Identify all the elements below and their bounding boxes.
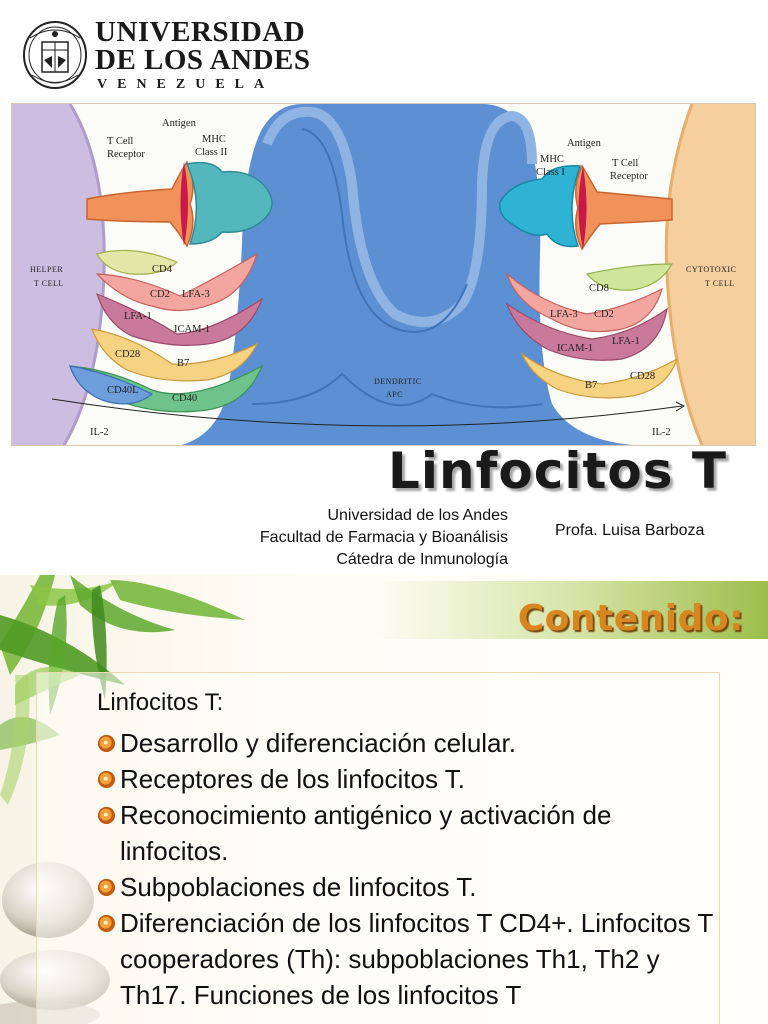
dendritic-apc-body — [182, 104, 632, 445]
right-tcr-label-line1: T Cell — [612, 158, 638, 169]
bullet-icon — [98, 879, 115, 896]
helper-cell-label-line1: HELPER — [30, 265, 63, 274]
left-cd40-label: CD40 — [172, 393, 197, 404]
affiliation-line: Universidad de los Andes — [327, 507, 508, 524]
university-name-line2: DE LOS ANDES — [95, 44, 311, 76]
left-tcr-label-line1: T Cell — [107, 136, 133, 147]
left-cd2-label: CD2 — [150, 289, 170, 300]
list-item: Diferenciación de los linfocitos T CD4+.… — [97, 905, 722, 1013]
left-cd4 — [96, 249, 179, 275]
cytotoxic-cell-label-line1: CYTOTOXIC — [686, 265, 736, 274]
list-item-text: Receptores de los linfocitos T. — [120, 764, 465, 794]
left-cd2-lfa3 — [95, 252, 259, 312]
list-item-text: Desarrollo y diferenciación celular. — [120, 728, 516, 758]
right-icam1-lfa1 — [505, 302, 668, 361]
list-item-text: Subpoblaciones de linfocitos T. — [120, 872, 477, 902]
left-lfa1-label: LFA-1 — [124, 311, 152, 322]
left-mhc-label-line1: MHC — [202, 134, 226, 145]
affiliation-line: Cátedra de Inmunología — [336, 551, 508, 568]
slide-title: Linfocitos T — [388, 442, 728, 500]
list-item-text: Diferenciación de los linfocitos T CD4+.… — [120, 908, 713, 1010]
list-item: Reconocimiento antigénico y activación d… — [97, 797, 722, 869]
left-cd28-label: CD28 — [115, 349, 140, 360]
t-cell-activation-diagram: DENDRITIC APC T Cell Receptor Antigen MH… — [11, 103, 756, 446]
helper-cell-membrane — [12, 104, 105, 445]
right-icam1-label: ICAM-1 — [557, 343, 593, 354]
left-b7-label: B7 — [177, 358, 189, 369]
list-item: Subpoblaciones de linfocitos T. — [97, 869, 722, 905]
left-mhc-class2 — [185, 161, 273, 245]
left-tcr-label-line2: Receptor — [107, 149, 145, 160]
contents-slide: Contenido: Linfocitos T: Desarrollo y di… — [0, 575, 768, 1024]
left-mhc-label-line2: Class II — [195, 147, 228, 158]
right-cd2-label: CD2 — [594, 309, 614, 320]
left-lfa3-label: LFA-3 — [182, 289, 210, 300]
list-item-text: Reconocimiento antigénico y activación d… — [120, 800, 612, 866]
right-tcr-molecule — [575, 164, 673, 251]
university-name-line1: UNIVERSIDAD — [95, 16, 306, 48]
right-mhc-class1 — [499, 165, 582, 248]
right-mhc-label-line1: MHC — [540, 154, 564, 165]
contents-list: Desarrollo y diferenciación celular. Rec… — [97, 725, 722, 1013]
left-antigen-label: Antigen — [162, 118, 197, 129]
right-lfa3-cd2 — [505, 272, 663, 333]
cytotoxic-cell-membrane — [666, 104, 755, 445]
right-b7-cd28 — [520, 352, 679, 399]
content-frame — [36, 672, 720, 1024]
bullet-icon — [98, 807, 115, 824]
left-cd4-label: CD4 — [152, 264, 173, 275]
list-item: Desarrollo y diferenciación celular. — [97, 725, 722, 761]
bullet-icon — [98, 735, 115, 752]
right-cd8-label: CD8 — [589, 283, 609, 294]
left-cd40l-label: CD40L — [107, 385, 139, 396]
contents-intro: Linfocitos T: — [97, 689, 224, 716]
helper-cell-label-line2: T CELL — [34, 279, 64, 288]
left-icam1-label: ICAM-1 — [174, 324, 210, 335]
apc-label-line1: DENDRITIC — [374, 377, 422, 386]
list-item: Receptores de los linfocitos T. — [97, 761, 722, 797]
affiliation-block: Universidad de los Andes Facultad de Far… — [260, 505, 508, 571]
left-tcr-molecule — [86, 160, 194, 248]
header-band — [0, 581, 768, 639]
right-b7-label: B7 — [585, 380, 597, 391]
left-lfa1-icam1 — [96, 292, 264, 346]
right-cd28-label: CD28 — [630, 371, 655, 382]
bullet-icon — [98, 915, 115, 932]
right-mhc-label-line2: Class I — [536, 167, 565, 178]
right-il2-label: IL-2 — [652, 427, 671, 438]
professor-name: Profa. Luisa Barboza — [555, 522, 705, 539]
apc-label-line2: APC — [386, 390, 403, 399]
right-cd8 — [585, 263, 674, 291]
right-lfa1-label: LFA-1 — [612, 336, 640, 347]
bullet-icon — [98, 771, 115, 788]
right-antigen-label: Antigen — [567, 138, 602, 149]
left-cd28-b7 — [91, 328, 259, 382]
right-lfa3-label: LFA-3 — [550, 309, 578, 320]
university-country: VENEZUELA — [97, 77, 275, 92]
title-slide: UNIVERSIDAD DE LOS ANDES VENEZUELA DENDR… — [11, 16, 756, 571]
university-seal-icon — [22, 20, 88, 90]
right-tcr-label-line2: Receptor — [610, 171, 648, 182]
il2-arrow — [51, 398, 683, 427]
contents-heading: Contenido: — [517, 598, 744, 639]
left-il2-label: IL-2 — [90, 427, 109, 438]
cytotoxic-cell-label-line2: T CELL — [705, 279, 735, 288]
affiliation-line: Facultad de Farmacia y Bioanálisis — [259, 529, 508, 546]
